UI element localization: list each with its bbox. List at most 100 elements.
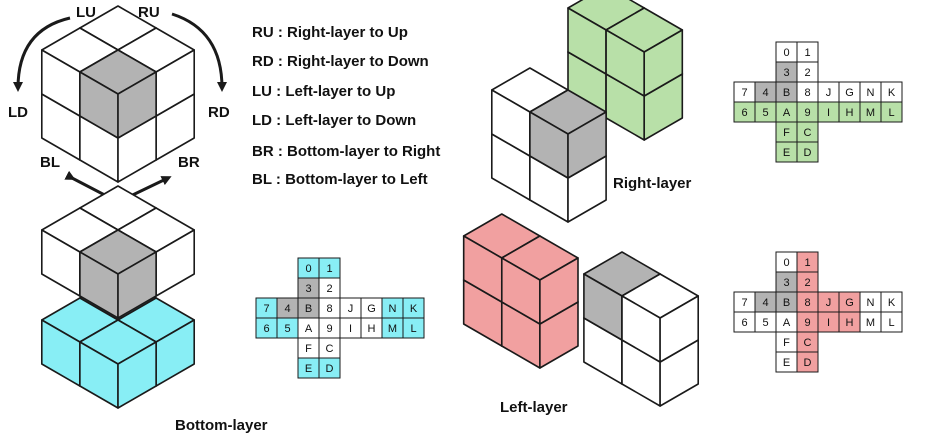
- net-cell: 6: [733, 101, 756, 123]
- net-cell-label: D: [804, 357, 812, 369]
- net-cell: A: [775, 101, 798, 123]
- net-cell-box: [880, 101, 903, 123]
- net-cell: 0: [775, 251, 798, 273]
- net-cell: 4: [754, 81, 777, 103]
- net-cell-box: [318, 357, 341, 379]
- svg-text:RD : Right-layer to Down: RD : Right-layer to Down: [252, 53, 429, 70]
- net-cell-label: 3: [305, 283, 311, 295]
- net-cell: 0: [297, 257, 320, 279]
- net-cell: H: [838, 311, 861, 333]
- net-cell-box: [402, 317, 425, 339]
- left-layer-figure: [462, 213, 700, 407]
- net-cell: 0: [775, 41, 798, 63]
- net-cell-label: 6: [741, 107, 747, 119]
- net-cell: L: [880, 311, 903, 333]
- svg-text:BL : Bottom-layer to Left: BL : Bottom-layer to Left: [252, 171, 428, 188]
- net-cell-label: J: [826, 297, 832, 309]
- net-cell: F: [775, 121, 798, 143]
- net-cell-label: D: [804, 147, 812, 159]
- legend-separator: :: [274, 53, 287, 70]
- legend-code: BL: [252, 171, 272, 188]
- net-cell-label: N: [867, 297, 875, 309]
- net-cell-label: 0: [783, 257, 789, 269]
- legend-description: Right-layer to Down: [287, 53, 429, 70]
- net-cell-label: 9: [804, 317, 810, 329]
- net-cell: 8: [318, 297, 341, 319]
- label-br: BR: [178, 154, 200, 171]
- net-cell-label: J: [826, 87, 832, 99]
- small-cube-green: [605, 7, 684, 97]
- net-cell: G: [838, 81, 861, 103]
- net-cell-label: 2: [804, 277, 810, 289]
- net-cell-label: H: [368, 323, 376, 335]
- net-cell: 9: [796, 101, 819, 123]
- net-cell-label: 5: [762, 317, 768, 329]
- net-cell-label: G: [845, 297, 854, 309]
- net-cell-label: 4: [762, 87, 768, 99]
- net-cell-label: 2: [326, 283, 332, 295]
- cube-right-face: [117, 251, 157, 319]
- net-cell-label: A: [783, 107, 791, 119]
- net-cell-label: 7: [263, 303, 269, 315]
- net-cell: H: [838, 101, 861, 123]
- svg-text:BR : Bottom-layer to Right: BR : Bottom-layer to Right: [252, 143, 440, 160]
- net-cell: 7: [733, 291, 756, 313]
- net-cell-label: I: [349, 323, 352, 335]
- net-cell-label: 0: [305, 263, 311, 275]
- net-cell-label: K: [888, 87, 896, 99]
- small-cube: [79, 49, 157, 139]
- cube-right-face: [567, 111, 607, 179]
- legend-code: LD: [252, 112, 272, 129]
- net-cell: 9: [318, 317, 341, 339]
- net-cell-label: F: [783, 337, 790, 349]
- net-cell: 5: [754, 101, 777, 123]
- net-cell-label: 4: [762, 297, 768, 309]
- net-cell-label: K: [410, 303, 418, 315]
- net-cell: M: [381, 317, 404, 339]
- net-cell-label: C: [804, 337, 812, 349]
- main-cube-figure: [40, 5, 196, 183]
- net-cell: 3: [775, 61, 798, 83]
- net-cell: G: [838, 291, 861, 313]
- net-cell: K: [880, 291, 903, 313]
- net-cell: 3: [297, 277, 320, 299]
- net-cell-label: F: [783, 127, 790, 139]
- legend-separator: :: [272, 112, 285, 129]
- net-cell-label: 2: [804, 67, 810, 79]
- legend-separator: :: [274, 24, 287, 41]
- net-cell-label: 8: [804, 297, 810, 309]
- net-cell: K: [402, 297, 425, 319]
- cube-right-face: [539, 257, 579, 325]
- net-cell-label: N: [867, 87, 875, 99]
- net-cell: H: [360, 317, 383, 339]
- label-lu: LU: [76, 4, 96, 21]
- small-cube-cyan: [79, 319, 157, 409]
- net-cell-label: E: [305, 363, 312, 375]
- svg-text:LD : Left-layer to Down: LD : Left-layer to Down: [252, 112, 416, 129]
- net-cell: M: [859, 311, 882, 333]
- net-cell: G: [360, 297, 383, 319]
- net-cell: D: [796, 141, 819, 163]
- net-cell-label: 3: [783, 277, 789, 289]
- legend-description: Left-layer to Down: [285, 112, 416, 129]
- net-cell-label: H: [846, 107, 854, 119]
- cube-right-face: [117, 71, 157, 139]
- net-cell-label: F: [305, 343, 312, 355]
- legend-description: Left-layer to Up: [285, 83, 395, 100]
- net-cell-label: I: [827, 107, 830, 119]
- net-cell: K: [880, 81, 903, 103]
- net-cell: E: [775, 141, 798, 163]
- net-cell-label: 7: [741, 297, 747, 309]
- net-cell: C: [318, 337, 341, 359]
- net-cell: 3: [775, 271, 798, 293]
- net-cell: 8: [796, 81, 819, 103]
- net-cell: M: [859, 101, 882, 123]
- net-cell: J: [817, 291, 840, 313]
- net-cell: C: [796, 331, 819, 353]
- net-cell: B: [775, 291, 798, 313]
- net-cell-label: 4: [284, 303, 290, 315]
- net-cell-label: 3: [783, 67, 789, 79]
- legend-code: BR: [252, 143, 274, 160]
- small-cube-red: [500, 235, 579, 325]
